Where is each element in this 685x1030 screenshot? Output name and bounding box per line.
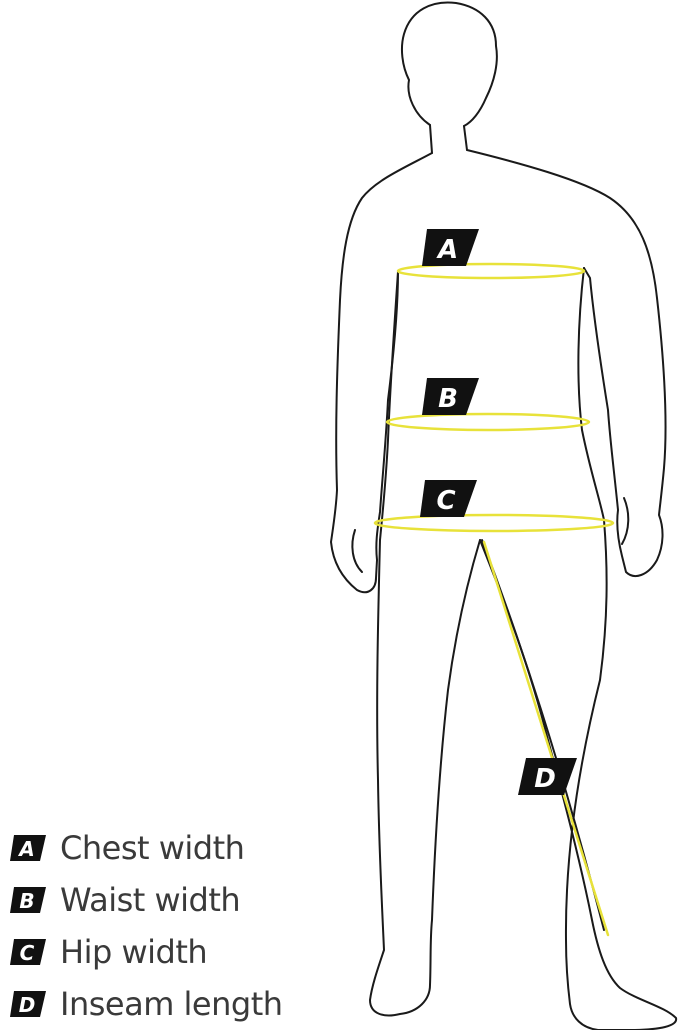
left-arm-outline	[330, 152, 433, 594]
legend-item-chest: A Chest width	[10, 822, 310, 874]
hip-marker-letter: C	[436, 486, 455, 516]
chest-marker-letter: A	[436, 235, 458, 265]
chest-marker-badge	[422, 229, 479, 266]
torso-left-outline	[379, 271, 399, 541]
inner-thigh-outline	[481, 539, 605, 931]
waist-marker-letter: B	[438, 384, 458, 414]
left-leg-outline	[369, 539, 481, 1017]
legend-label: Chest width	[60, 829, 245, 867]
legend-item-waist: B Waist width	[10, 874, 310, 926]
inseam-marker: D	[518, 758, 577, 795]
waist-marker-badge	[422, 378, 479, 415]
right-thumb-outline	[621, 497, 630, 545]
left-thumb-outline	[351, 529, 363, 573]
right-arm-outline	[466, 149, 667, 577]
head-outline	[400, 1, 498, 127]
legend-letter: C	[20, 941, 35, 965]
legend-label: Inseam length	[60, 985, 283, 1023]
inseam-marker-letter: D	[534, 764, 556, 794]
legend-letter: D	[19, 993, 36, 1017]
inseam-marker-badge	[518, 758, 577, 795]
legend-label: Waist width	[60, 881, 241, 919]
chest-measure-line	[396, 262, 586, 280]
waist-measure-line	[385, 412, 591, 432]
legend-badge: C	[10, 939, 46, 965]
measurement-legend: A Chest width B Waist width C Hip width …	[10, 822, 310, 1030]
hip-marker-badge	[420, 480, 477, 517]
legend-item-hip: C Hip width	[10, 926, 310, 978]
legend-badge: A	[10, 835, 46, 861]
right-leg-outline	[479, 519, 678, 1030]
neck-outline	[429, 124, 468, 154]
legend-label: Hip width	[60, 933, 208, 971]
legend-letter: A	[17, 837, 34, 861]
hip-measure-line	[373, 513, 615, 533]
legend-badge: D	[10, 991, 46, 1017]
waist-marker: B	[422, 378, 479, 415]
torso-right-outline	[577, 267, 605, 521]
legend-item-inseam: D Inseam length	[10, 978, 310, 1030]
inseam-measure-line	[482, 540, 610, 937]
legend-letter: B	[19, 889, 34, 913]
hip-marker: C	[420, 480, 477, 517]
chest-marker: A	[422, 229, 479, 266]
legend-badge: B	[10, 887, 46, 913]
